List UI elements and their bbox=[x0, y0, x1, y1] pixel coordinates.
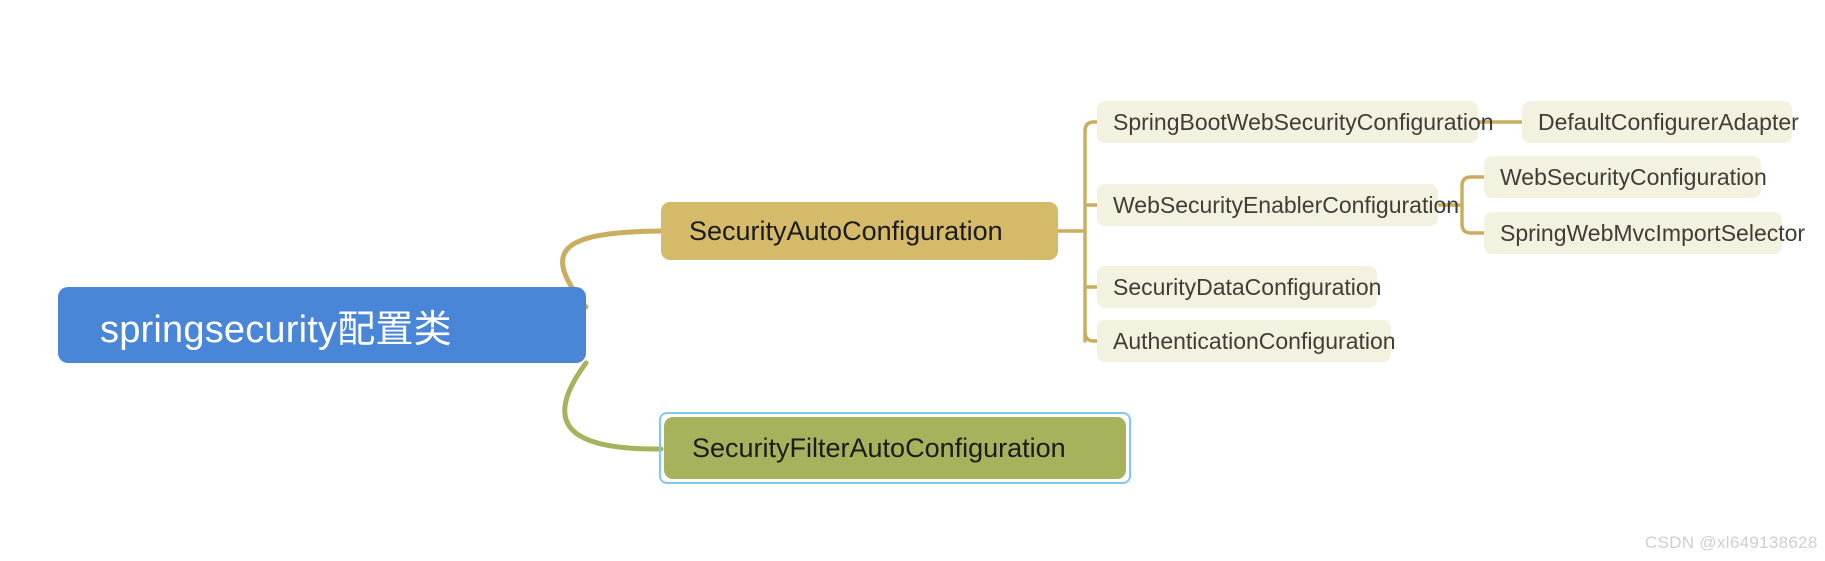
branch-security-filter-auto-configuration-label: SecurityFilterAutoConfiguration bbox=[692, 432, 1066, 463]
node-default-configurer-adapter-label: DefaultConfigurerAdapter bbox=[1538, 108, 1799, 135]
selection-ring bbox=[659, 412, 1131, 484]
node-security-data-configuration-label: SecurityDataConfiguration bbox=[1113, 273, 1382, 300]
root-node[interactable]: springsecurity配置类 bbox=[58, 287, 586, 363]
root-node-label: springsecurity配置类 bbox=[100, 308, 452, 351]
node-authentication-configuration-label: AuthenticationConfiguration bbox=[1113, 327, 1396, 354]
node-web-security-enabler-configuration-label: WebSecurityEnablerConfiguration bbox=[1113, 191, 1460, 218]
node-default-configurer-adapter[interactable]: DefaultConfigurerAdapter bbox=[1522, 101, 1799, 143]
branch-security-filter-auto-configuration[interactable]: SecurityFilterAutoConfiguration bbox=[664, 417, 1126, 479]
node-spring-boot-web-security-configuration[interactable]: SpringBootWebSecurityConfiguration bbox=[1097, 101, 1494, 143]
node-spring-web-mvc-import-selector-label: SpringWebMvcImportSelector bbox=[1500, 219, 1806, 246]
node-web-security-configuration[interactable]: WebSecurityConfiguration bbox=[1484, 156, 1767, 198]
edge-root-to-security-filter-auto-configuration bbox=[562, 360, 664, 452]
branch-security-auto-configuration-label: SecurityAutoConfiguration bbox=[689, 215, 1003, 246]
node-security-data-configuration[interactable]: SecurityDataConfiguration bbox=[1097, 266, 1381, 308]
node-spring-web-mvc-import-selector[interactable]: SpringWebMvcImportSelector bbox=[1484, 212, 1805, 254]
node-web-security-configuration-label: WebSecurityConfiguration bbox=[1500, 163, 1767, 190]
branch-security-auto-configuration[interactable]: SecurityAutoConfiguration bbox=[661, 202, 1058, 260]
node-authentication-configuration[interactable]: AuthenticationConfiguration bbox=[1097, 320, 1396, 362]
csdn-watermark: CSDN @xl649138628 bbox=[1645, 533, 1818, 552]
node-web-security-enabler-configuration[interactable]: WebSecurityEnablerConfiguration bbox=[1097, 184, 1459, 226]
edge-group-security-auto-children bbox=[1056, 120, 1099, 343]
node-spring-boot-web-security-configuration-label: SpringBootWebSecurityConfiguration bbox=[1113, 108, 1494, 135]
